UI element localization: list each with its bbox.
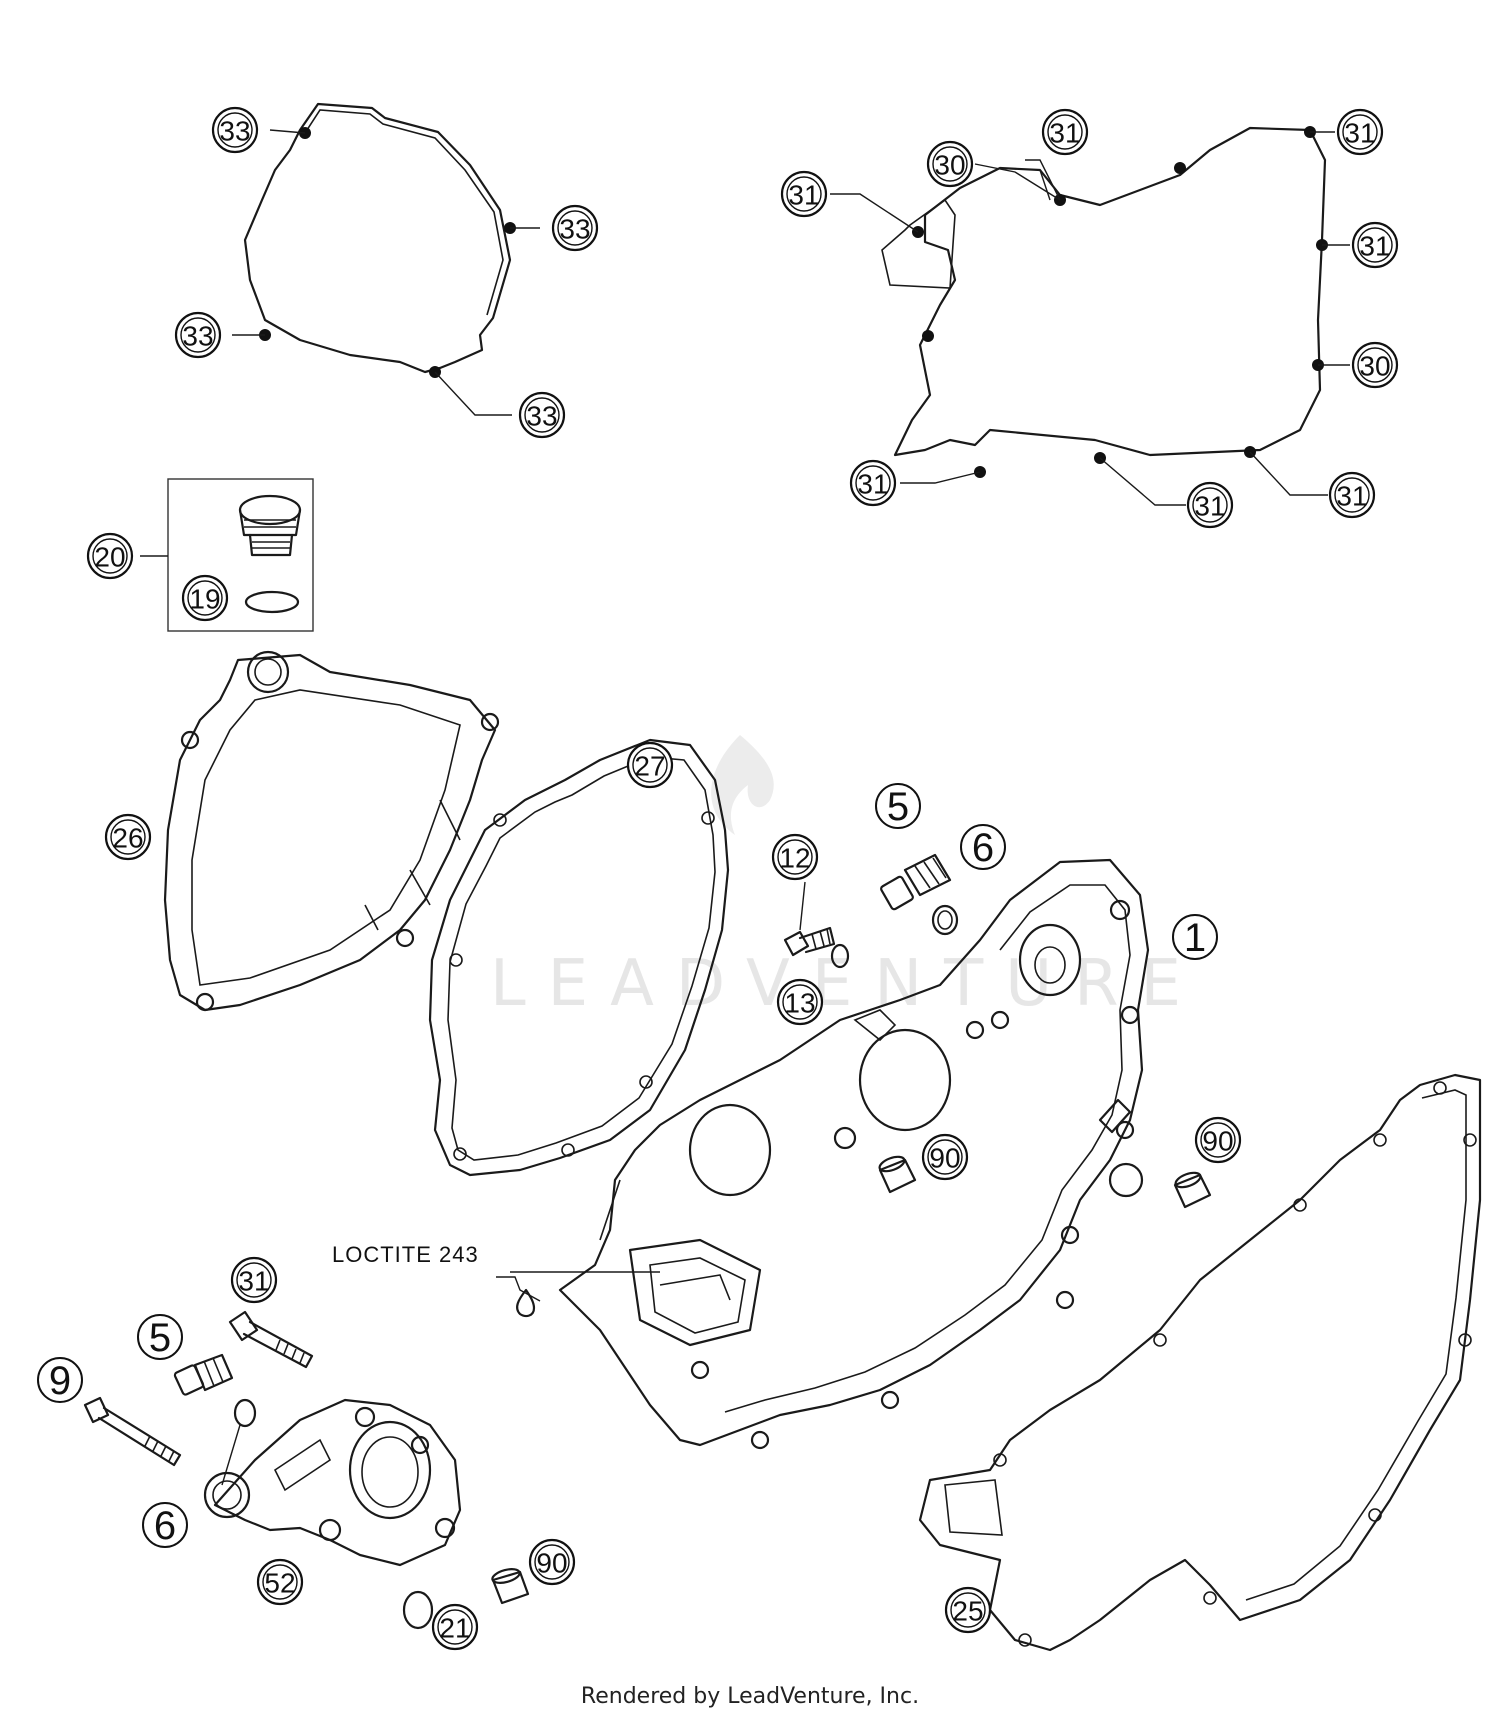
callout-1: 1 (1172, 914, 1218, 960)
drain-plug-lower (173, 1353, 234, 1396)
svg-text:6: 6 (154, 1504, 176, 1548)
svg-text:21: 21 (439, 1613, 470, 1644)
bolt-9 (83, 1396, 182, 1467)
svg-text:33: 33 (559, 214, 590, 245)
sealing-washer-upper (931, 904, 959, 936)
svg-text:30: 30 (1359, 351, 1390, 382)
oil-filler-plug (238, 494, 302, 557)
svg-text:31: 31 (1194, 491, 1225, 522)
callout-13: 13 (776, 978, 824, 1026)
callout-31-g: 31 (1328, 471, 1376, 519)
loctite-drop-icon (516, 1288, 536, 1318)
ignition-cover-gasket (243, 102, 512, 374)
plug-o-ring (244, 590, 300, 614)
svg-text:25: 25 (952, 1596, 983, 1627)
callout-31-a: 31 (780, 170, 828, 218)
screw-12 (783, 926, 836, 957)
svg-text:31: 31 (1336, 481, 1367, 512)
callout-19: 19 (181, 574, 229, 622)
callout-30-a: 30 (926, 140, 974, 188)
callout-5-low: 5 (137, 1314, 183, 1360)
svg-text:12: 12 (779, 843, 810, 874)
callout-33-b: 33 (551, 204, 599, 252)
callout-33-d: 33 (518, 391, 566, 439)
watermark: LEADVENTURE (490, 735, 1203, 1021)
svg-text:1: 1 (1184, 916, 1206, 960)
callout-31-d: 31 (1351, 221, 1399, 269)
svg-text:33: 33 (526, 401, 557, 432)
svg-text:90: 90 (929, 1143, 960, 1174)
bolt-31 (228, 1310, 314, 1369)
svg-text:30: 30 (934, 150, 965, 181)
svg-text:52: 52 (264, 1568, 295, 1599)
loctite-note: LOCTITE 243 (332, 1242, 479, 1267)
svg-text:13: 13 (784, 988, 815, 1019)
svg-text:90: 90 (536, 1548, 567, 1579)
callout-33-c: 33 (174, 311, 222, 359)
svg-text:20: 20 (94, 542, 125, 573)
dowel-sleeve-a (878, 1155, 917, 1194)
callout-30-b: 30 (1351, 341, 1399, 389)
footer-credit: Rendered by LeadVenture, Inc. (580, 1684, 920, 1709)
callout-5-top: 5 (875, 783, 921, 829)
callout-12: 12 (771, 833, 819, 881)
plug-kit-box (167, 478, 314, 632)
svg-text:33: 33 (182, 321, 213, 352)
callout-31-e: 31 (849, 459, 897, 507)
callout-90-b: 90 (1194, 1116, 1242, 1164)
callout-25: 25 (944, 1586, 992, 1634)
callout-33-a: 33 (211, 106, 259, 154)
callout-6-low: 6 (142, 1502, 188, 1548)
svg-text:9: 9 (49, 1359, 71, 1403)
outer-clutch-cover (163, 650, 500, 1012)
drain-plug-upper (880, 853, 952, 911)
watermark-text: LEADVENTURE (490, 947, 1203, 1021)
water-pump-cover (203, 1398, 462, 1567)
svg-text:31: 31 (1344, 118, 1375, 149)
clutch-cover-gasket (893, 126, 1327, 457)
callout-31-bolt: 31 (230, 1256, 278, 1304)
svg-text:6: 6 (972, 826, 994, 870)
svg-text:31: 31 (788, 180, 819, 211)
callout-90-c: 90 (528, 1538, 576, 1586)
callout-9: 9 (37, 1357, 83, 1403)
watermark-flame-icon (711, 735, 774, 835)
o-ring-21 (402, 1590, 434, 1630)
svg-text:5: 5 (887, 785, 909, 829)
svg-text:5: 5 (149, 1316, 171, 1360)
callout-21: 21 (431, 1603, 479, 1651)
svg-text:90: 90 (1202, 1126, 1233, 1157)
callout-52: 52 (256, 1558, 304, 1606)
callout-31-b: 31 (1041, 108, 1089, 156)
clutch-cover (558, 858, 1150, 1450)
crankcase-gasket (918, 1073, 1482, 1652)
sealing-washer-lower (233, 1398, 257, 1428)
svg-text:27: 27 (634, 751, 665, 782)
svg-text:26: 26 (112, 823, 143, 854)
callout-90-a: 90 (921, 1133, 969, 1181)
callout-6-top: 6 (960, 824, 1006, 870)
clutch-cover-inner-gasket (428, 738, 730, 1177)
svg-text:31: 31 (238, 1266, 269, 1297)
callout-20: 20 (86, 532, 134, 580)
svg-text:31: 31 (1359, 231, 1390, 262)
dowel-sleeve-c (491, 1568, 530, 1605)
washer-13 (830, 943, 850, 969)
callout-27: 27 (626, 741, 674, 789)
callout-31-f: 31 (1186, 481, 1234, 529)
callout-26: 26 (104, 813, 152, 861)
callout-31-c: 31 (1336, 108, 1384, 156)
svg-text:19: 19 (189, 584, 220, 615)
svg-text:31: 31 (857, 469, 888, 500)
svg-text:33: 33 (219, 116, 250, 147)
svg-text:31: 31 (1049, 118, 1080, 149)
dowel-sleeve-b (1173, 1171, 1212, 1209)
